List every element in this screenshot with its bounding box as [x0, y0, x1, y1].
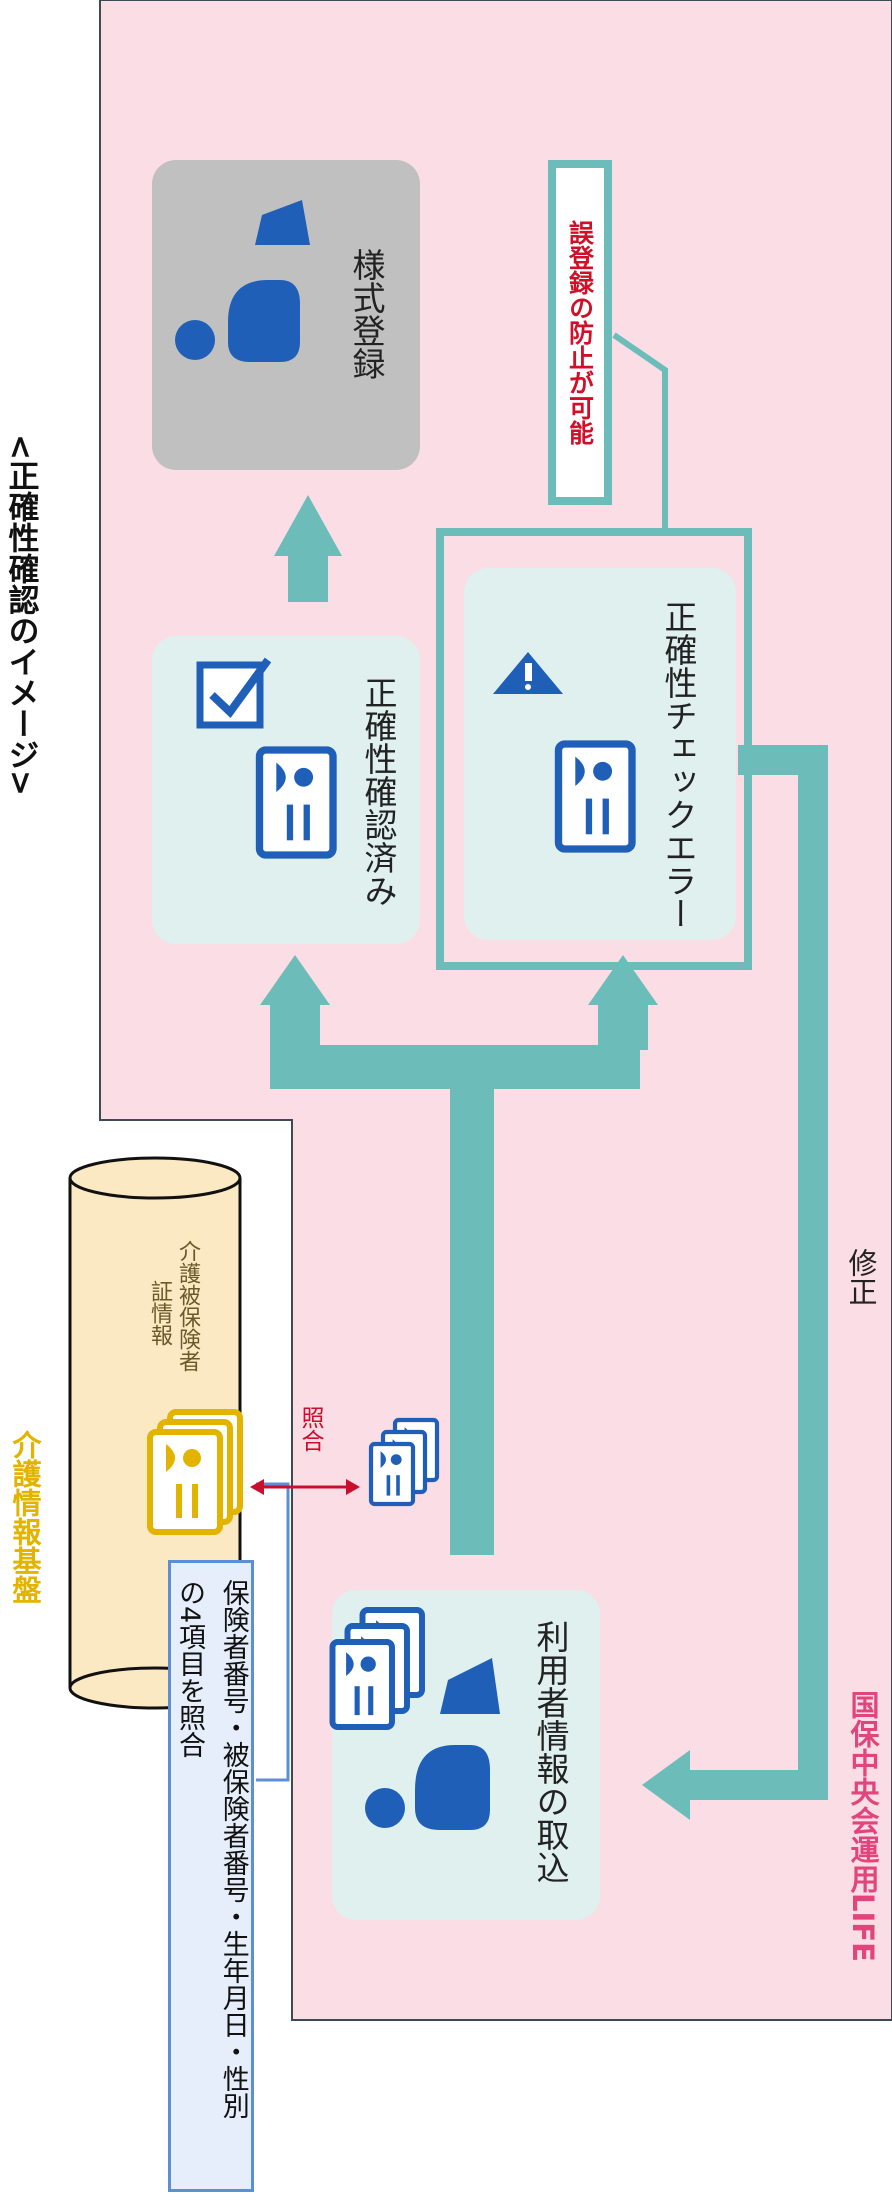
error-prevention-callout: 誤登録の防止が可能 [548, 160, 612, 505]
life-region [99, 0, 892, 2021]
page-title: <正確性確認のイメージ> [2, 434, 39, 796]
shougou-arrow [250, 1479, 360, 1495]
fix-label: 修正 [844, 1248, 878, 1306]
id-card-icon-verified [260, 750, 334, 855]
shougou-label: 照合 [297, 1406, 323, 1452]
matching-note-line1: 保険者番号・被保険者番号・生年月日・性別 [217, 1579, 249, 2119]
error-card-label: 正確性チェックエラー [659, 600, 698, 930]
register-card-label: 様式登録 [347, 248, 386, 380]
user-with-laptop-icon-input [365, 1658, 500, 1830]
matching-note-line2: の4項目を照合 [174, 1579, 205, 1759]
database-label: 介護被保険者 証情報 [147, 1240, 200, 1372]
note-connector [256, 1482, 290, 1782]
main-flow-arrows [260, 495, 658, 1555]
database-label-line2: 証情報 [147, 1280, 172, 1346]
checkbox-icon [196, 657, 272, 729]
life-label: 国保中央会運用LIFE [846, 1690, 880, 1962]
matching-note: 保険者番号・被保険者番号・生年月日・性別 の4項目を照合 [168, 1560, 254, 2192]
callout-connector [612, 332, 668, 532]
database-label-line1: 介護被保険者 [175, 1240, 200, 1372]
warning-icon [493, 652, 563, 694]
fix-loop-arrow [642, 745, 828, 1820]
id-card-icon-error [559, 744, 633, 849]
error-highlight-frame [436, 528, 752, 970]
error-prevention-text: 誤登録の防止が可能 [565, 220, 595, 445]
verified-card-label: 正確性確認済み [359, 676, 398, 907]
user-with-laptop-icon-register [175, 200, 310, 362]
gold-card-stack-icon [150, 1412, 240, 1532]
kaigo-platform-label: 介護情報基盤 [8, 1430, 42, 1604]
card-stack-icon [333, 1610, 423, 1727]
input-card-label: 利用者情報の取込 [531, 1620, 570, 1884]
